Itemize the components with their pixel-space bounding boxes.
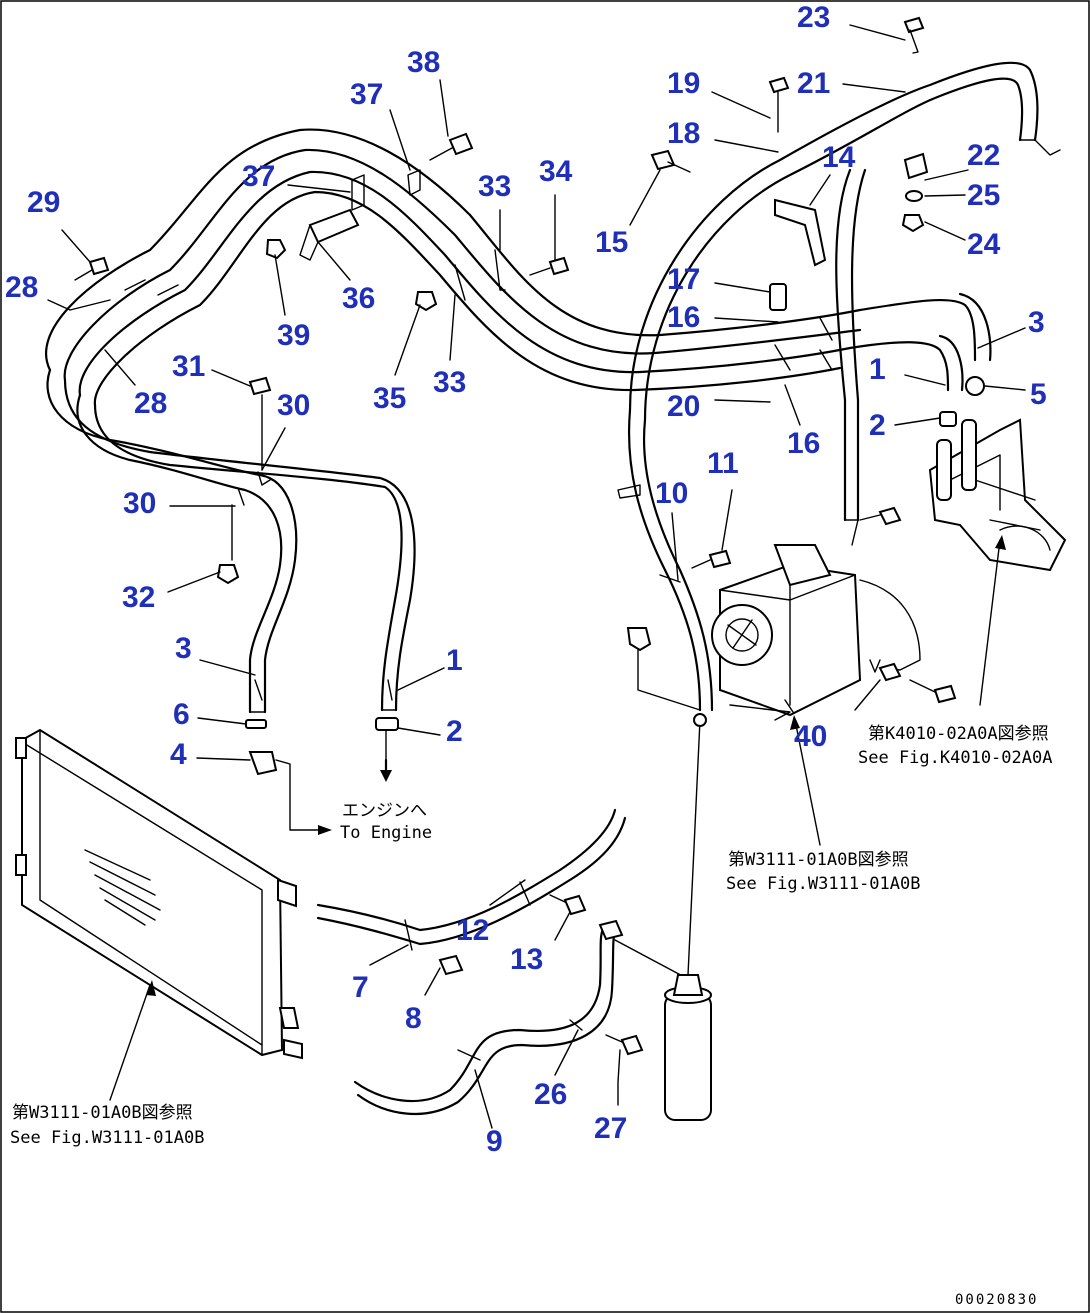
callout-21: 21	[797, 67, 830, 100]
callout-22: 22	[967, 139, 1000, 172]
left-hose-group	[46, 368, 416, 714]
note-engine-jp: エンジンへ	[342, 801, 427, 821]
fittings	[245, 376, 985, 835]
callout-1: 1	[869, 353, 886, 386]
callout-numbers: 23 38 19 21 37 18 14 22 37 33 34 25 29 1…	[5, 1, 1047, 1158]
callout-7: 7	[352, 971, 369, 1004]
note-engine-en: To Engine	[340, 823, 432, 843]
callout-34: 34	[539, 155, 573, 188]
callout-30: 30	[123, 487, 156, 520]
callout-23: 23	[797, 1, 830, 34]
callout-32: 32	[122, 581, 155, 614]
callout-28: 28	[134, 387, 167, 420]
callout-3: 3	[175, 632, 192, 665]
callout-6: 6	[173, 698, 190, 731]
right-hose-group	[627, 61, 1061, 712]
callout-8: 8	[405, 1002, 422, 1035]
callout-29: 29	[27, 186, 60, 219]
callout-27: 27	[594, 1112, 627, 1145]
callout-1: 1	[446, 644, 463, 677]
callout-19: 19	[667, 67, 700, 100]
callout-20: 20	[667, 390, 700, 423]
bolts-mid	[617, 484, 732, 711]
callout-37: 37	[242, 160, 275, 193]
note-w3111-right-en: See Fig.W3111-01A0B	[726, 874, 920, 894]
note-k4010-en: See Fig.K4010-02A0A	[858, 748, 1052, 768]
callout-31: 31	[172, 350, 205, 383]
callout-38: 38	[407, 46, 440, 79]
callout-25: 25	[967, 179, 1000, 212]
callout-36: 36	[342, 282, 375, 315]
callout-15: 15	[595, 226, 628, 259]
callout-11: 11	[707, 447, 739, 480]
note-w3111-right-jp: 第W3111-01A0B図参照	[728, 850, 909, 870]
callout-26: 26	[534, 1078, 567, 1111]
note-k4010-jp: 第K4010-02A0A図参照	[868, 724, 1049, 744]
callout-2: 2	[446, 715, 463, 748]
callout-9: 9	[486, 1125, 503, 1158]
callout-5: 5	[1030, 378, 1047, 411]
lower-pipes	[316, 808, 691, 1115]
callout-18: 18	[667, 117, 700, 150]
callout-33: 33	[433, 366, 466, 399]
callout-2: 2	[869, 409, 886, 442]
callout-30: 30	[277, 389, 310, 422]
callout-39: 39	[277, 319, 310, 352]
heater-unit	[711, 544, 957, 721]
callout-3: 3	[1028, 306, 1045, 339]
upper-hose-group	[44, 128, 992, 407]
callout-14: 14	[822, 141, 856, 174]
callout-33: 33	[478, 170, 511, 203]
drawing-code: 00020830	[955, 1292, 1038, 1308]
callout-10: 10	[655, 477, 688, 510]
condenser	[15, 728, 303, 1060]
brackets-upper	[74, 16, 929, 585]
callout-12: 12	[456, 914, 489, 947]
leader-lines	[47, 24, 1026, 1129]
callout-16: 16	[667, 301, 700, 334]
receiver-drier	[664, 713, 712, 1121]
callout-37: 37	[350, 78, 383, 111]
callout-17: 17	[667, 263, 700, 296]
callout-24: 24	[967, 228, 1001, 261]
callout-35: 35	[373, 382, 406, 415]
callout-28: 28	[5, 271, 38, 304]
callout-13: 13	[510, 943, 543, 976]
callout-4: 4	[170, 738, 187, 771]
note-w3111-left-jp: 第W3111-01A0B図参照	[12, 1103, 193, 1123]
note-w3111-left-en: See Fig.W3111-01A0B	[10, 1128, 204, 1148]
callout-16: 16	[787, 427, 820, 460]
callout-40: 40	[794, 720, 827, 753]
reference-notes: エンジンへ To Engine 第K4010-02A0A図参照 See Fig.…	[10, 724, 1052, 1308]
compressor	[859, 418, 1067, 572]
